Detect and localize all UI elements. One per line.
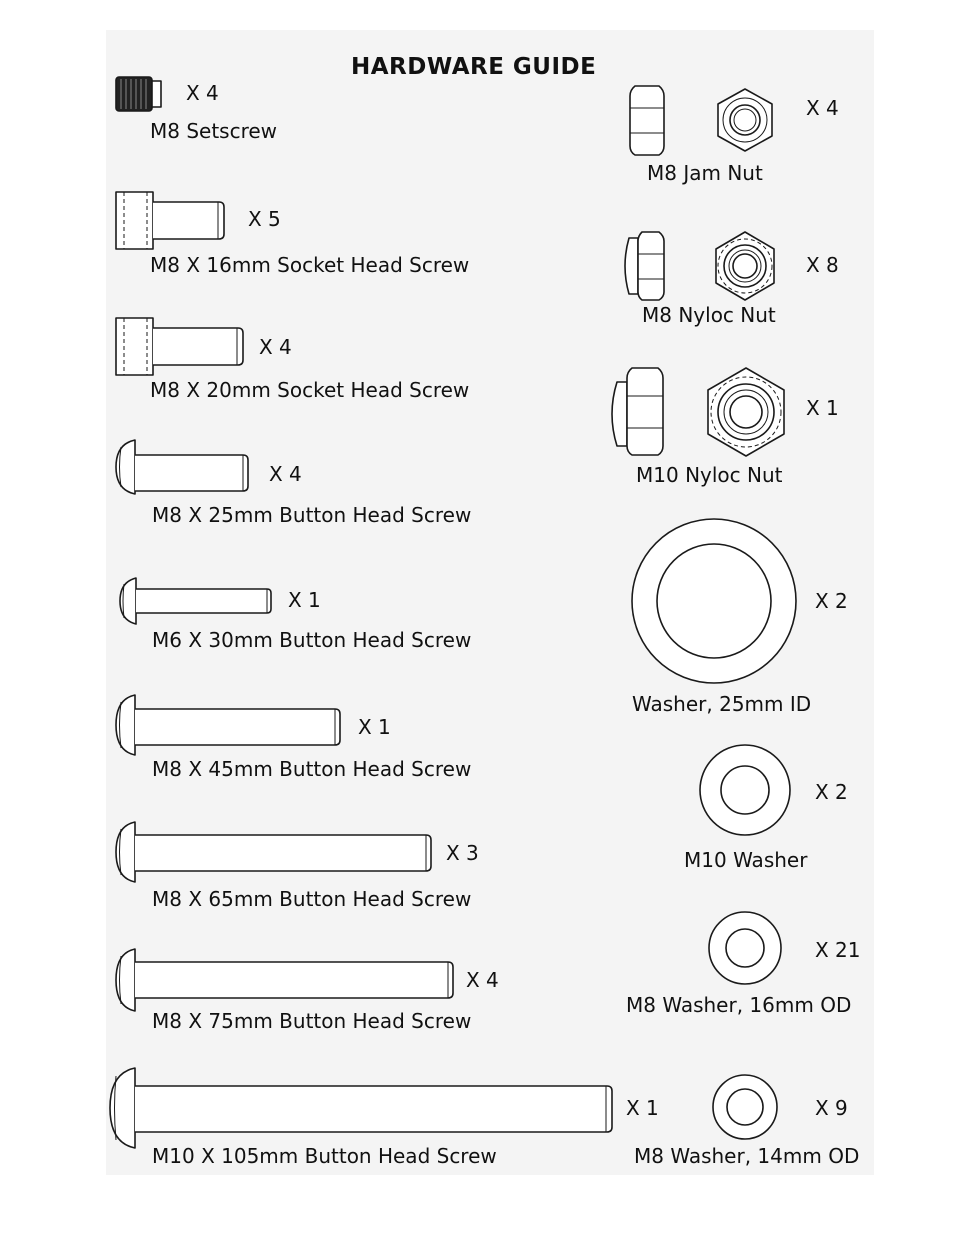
qty-socket-20mm: X 4 — [259, 335, 292, 359]
label-button-45mm: M8 X 45mm Button Head Screw — [152, 757, 472, 781]
qty-button-25mm: X 4 — [269, 462, 302, 486]
socket-head-screw-20mm-icon — [116, 318, 243, 375]
qty-nyloc-m8: X 8 — [806, 253, 839, 277]
label-button-25mm: M8 X 25mm Button Head Screw — [152, 503, 472, 527]
button-head-screw-75mm-icon — [116, 949, 453, 1011]
qty-m10-washer: X 2 — [815, 780, 848, 804]
label-socket-20mm: M8 X 20mm Socket Head Screw — [150, 378, 470, 402]
washer-25mm-id-icon — [632, 519, 796, 683]
nyloc-nut-m10-front-icon — [708, 368, 784, 456]
qty-setscrew: X 4 — [186, 81, 219, 105]
qty-m8-washer-14mm: X 9 — [815, 1096, 848, 1120]
jam-nut-front-icon — [718, 89, 772, 151]
qty-button-75mm: X 4 — [466, 968, 499, 992]
label-jam-nut: M8 Jam Nut — [647, 161, 763, 185]
label-setscrew: M8 Setscrew — [150, 119, 278, 143]
button-head-screw-65mm-icon — [116, 822, 431, 882]
jam-nut-side-icon — [630, 86, 664, 155]
label-nyloc-m10: M10 Nyloc Nut — [636, 463, 783, 487]
qty-button-m6-30mm: X 1 — [288, 588, 321, 612]
qty-button-m10-105mm: X 1 — [626, 1096, 659, 1120]
label-nyloc-m8: M8 Nyloc Nut — [642, 303, 776, 327]
button-head-screw-45mm-icon — [116, 695, 340, 755]
label-m8-washer-16mm: M8 Washer, 16mm OD — [626, 993, 852, 1017]
button-head-screw-m6-30mm-icon — [120, 578, 271, 624]
label-m8-washer-14mm: M8 Washer, 14mm OD — [634, 1144, 860, 1168]
socket-head-screw-16mm-icon — [116, 192, 224, 249]
qty-m8-washer-16mm: X 21 — [815, 938, 861, 962]
nyloc-nut-m8-front-icon — [716, 232, 774, 300]
qty-washer-25mm: X 2 — [815, 589, 848, 613]
label-socket-16mm: M8 X 16mm Socket Head Screw — [150, 253, 470, 277]
nyloc-nut-m10-side-icon — [612, 368, 663, 455]
qty-jam-nut: X 4 — [806, 96, 839, 120]
nyloc-nut-m8-side-icon — [625, 232, 664, 300]
button-head-screw-25mm-icon — [116, 440, 248, 494]
m8-washer-16mm-icon — [709, 912, 781, 984]
label-button-m10-105mm: M10 X 105mm Button Head Screw — [152, 1144, 497, 1168]
button-head-screw-m10-105mm-icon — [110, 1068, 612, 1148]
qty-nyloc-m10: X 1 — [806, 396, 839, 420]
m8-washer-14mm-icon — [713, 1075, 777, 1139]
label-washer-25mm: Washer, 25mm ID — [632, 692, 812, 716]
qty-button-45mm: X 1 — [358, 715, 391, 739]
label-button-65mm: M8 X 65mm Button Head Screw — [152, 887, 472, 911]
label-m10-washer: M10 Washer — [684, 848, 808, 872]
page-title: HARDWARE GUIDE — [351, 54, 597, 80]
qty-socket-16mm: X 5 — [248, 207, 281, 231]
label-button-m6-30mm: M6 X 30mm Button Head Screw — [152, 628, 472, 652]
m10-washer-icon — [700, 745, 790, 835]
label-button-75mm: M8 X 75mm Button Head Screw — [152, 1009, 472, 1033]
setscrew-icon — [116, 77, 161, 111]
qty-button-65mm: X 3 — [446, 841, 479, 865]
